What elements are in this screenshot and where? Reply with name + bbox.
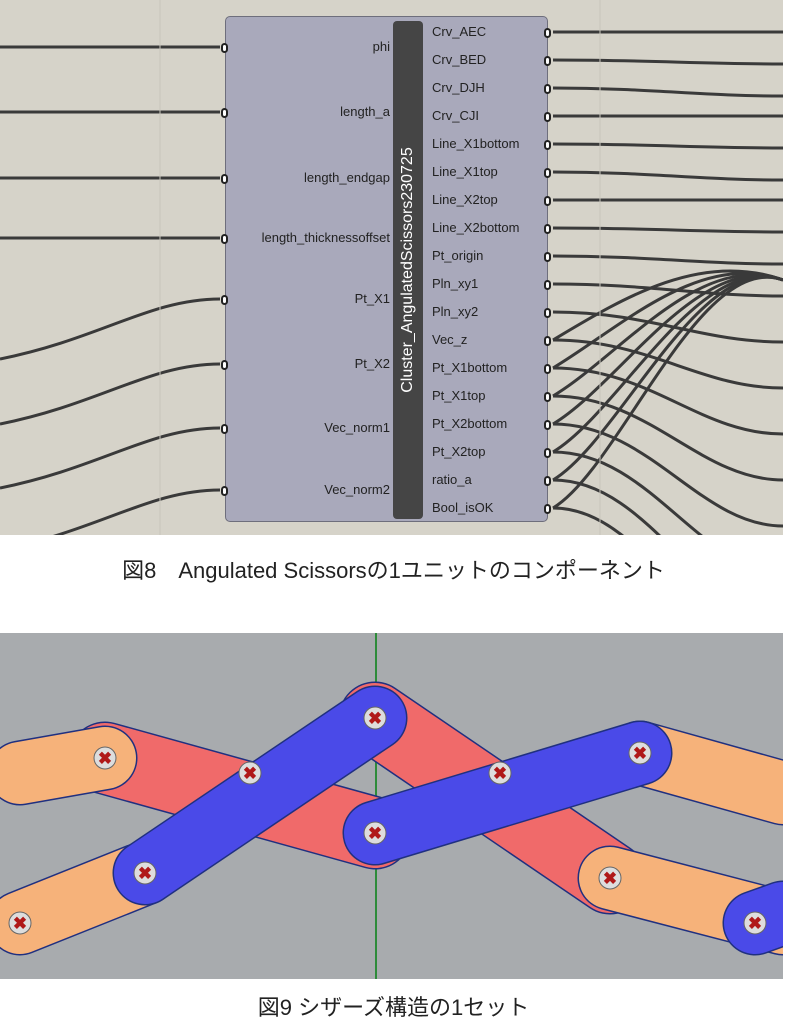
output-grip[interactable]: [544, 84, 551, 94]
input-grip[interactable]: [221, 43, 228, 53]
svg-text:✖: ✖: [368, 709, 382, 728]
pin-joint-icon: ✖: [743, 911, 767, 935]
output-Line_X2top: Line_X2top: [432, 192, 498, 207]
input-grip[interactable]: [221, 295, 228, 305]
output-grip[interactable]: [544, 336, 551, 346]
output-Line_X1top: Line_X1top: [432, 164, 498, 179]
output-grip[interactable]: [544, 420, 551, 430]
pin-joint-icon: ✖: [628, 741, 652, 765]
pin-joint-icon: ✖: [488, 761, 512, 785]
output-Line_X2bottom: Line_X2bottom: [432, 220, 520, 235]
output-grip[interactable]: [544, 280, 551, 290]
figure-9-caption: 図9 シザーズ構造の1セット: [257, 995, 530, 1020]
input-grip[interactable]: [221, 234, 228, 244]
output-Pt_X2top: Pt_X2top: [432, 444, 486, 459]
output-grip[interactable]: [544, 308, 551, 318]
output-grip[interactable]: [544, 168, 551, 178]
svg-text:✖: ✖: [138, 864, 152, 883]
output-Crv_CJI: Crv_CJI: [432, 108, 479, 123]
component-title-bar[interactable]: Cluster_AngulatedScissors230725: [393, 21, 423, 519]
input-Vec_norm2: Vec_norm2: [324, 482, 390, 497]
wires: [0, 0, 783, 535]
component-title: Cluster_AngulatedScissors230725: [399, 147, 416, 393]
scissor-link: [0, 725, 138, 806]
figure-8-grasshopper-canvas: Cluster_AngulatedScissors230725 phi lengt…: [0, 0, 783, 535]
output-Pt_X1bottom: Pt_X1bottom: [432, 360, 508, 375]
output-grip[interactable]: [544, 56, 551, 66]
input-Vec_norm1: Vec_norm1: [324, 420, 390, 435]
input-length_a: length_a: [340, 104, 390, 119]
svg-text:✖: ✖: [493, 764, 507, 783]
svg-text:✖: ✖: [748, 914, 762, 933]
input-Pt_X2: Pt_X2: [354, 356, 390, 371]
svg-text:✖: ✖: [368, 824, 382, 843]
svg-text:✖: ✖: [603, 869, 617, 888]
scissor-link: [112, 685, 408, 906]
output-Pln_xy2: Pln_xy2: [432, 304, 479, 319]
svg-text:✖: ✖: [243, 764, 257, 783]
output-Pt_X1top: Pt_X1top: [432, 388, 486, 403]
output-grip[interactable]: [544, 196, 551, 206]
output-Pt_origin: Pt_origin: [432, 248, 484, 263]
output-grip[interactable]: [544, 448, 551, 458]
output-Vec_z: Vec_z: [432, 332, 468, 347]
input-Pt_X1: Pt_X1: [354, 291, 390, 306]
output-Pln_xy1: Pln_xy1: [432, 276, 479, 291]
output-Crv_BED: Crv_BED: [432, 52, 487, 67]
svg-text:✖: ✖: [13, 914, 27, 933]
output-grip[interactable]: [544, 504, 551, 514]
output-grip[interactable]: [544, 112, 551, 122]
output-ratio_a: ratio_a: [432, 472, 472, 487]
figure-8-caption: 図8 Angulated Scissorsの1ユニットのコンポーネント: [122, 558, 665, 583]
input-length_endgap: length_endgap: [303, 170, 390, 185]
pin-joint-icon: ✖: [363, 821, 387, 845]
pin-joint-icon: ✖: [133, 861, 157, 885]
pin-joint-icon: ✖: [363, 706, 387, 730]
output-grip[interactable]: [544, 140, 551, 150]
output-grip[interactable]: [544, 28, 551, 38]
output-Line_X1bottom: Line_X1bottom: [432, 136, 520, 151]
scissor-link: [342, 720, 673, 866]
svg-text:✖: ✖: [633, 744, 647, 763]
output-grip[interactable]: [544, 392, 551, 402]
pin-joint-icon: ✖: [598, 866, 622, 890]
output-grip[interactable]: [544, 364, 551, 374]
output-grip[interactable]: [544, 224, 551, 234]
svg-text:✖: ✖: [98, 749, 112, 768]
output-grip[interactable]: [544, 252, 551, 262]
pin-joint-icon: ✖: [93, 746, 117, 770]
input-grip[interactable]: [221, 360, 228, 370]
output-Pt_X2bottom: Pt_X2bottom: [432, 416, 508, 431]
input-grip[interactable]: [221, 108, 228, 118]
input-grip[interactable]: [221, 424, 228, 434]
pin-joint-icon: ✖: [8, 911, 32, 935]
input-phi: phi: [372, 39, 390, 54]
cluster-component[interactable]: Cluster_AngulatedScissors230725 phi lengt…: [221, 16, 551, 522]
output-Bool_isOK: Bool_isOK: [432, 500, 494, 515]
output-Crv_DJH: Crv_DJH: [432, 80, 485, 95]
scissors-render: ✖ ✖ ✖ ✖ ✖ ✖ ✖ ✖ ✖ ✖: [0, 633, 783, 979]
output-Crv_AEC: Crv_AEC: [432, 24, 487, 39]
input-length_thicknessoffset: length_thicknessoffset: [261, 230, 390, 245]
input-grip[interactable]: [221, 174, 228, 184]
figure-9-viewport: ✖ ✖ ✖ ✖ ✖ ✖ ✖ ✖ ✖ ✖: [0, 633, 783, 979]
pin-joint-icon: ✖: [238, 761, 262, 785]
input-grip[interactable]: [221, 486, 228, 496]
output-grip[interactable]: [544, 476, 551, 486]
